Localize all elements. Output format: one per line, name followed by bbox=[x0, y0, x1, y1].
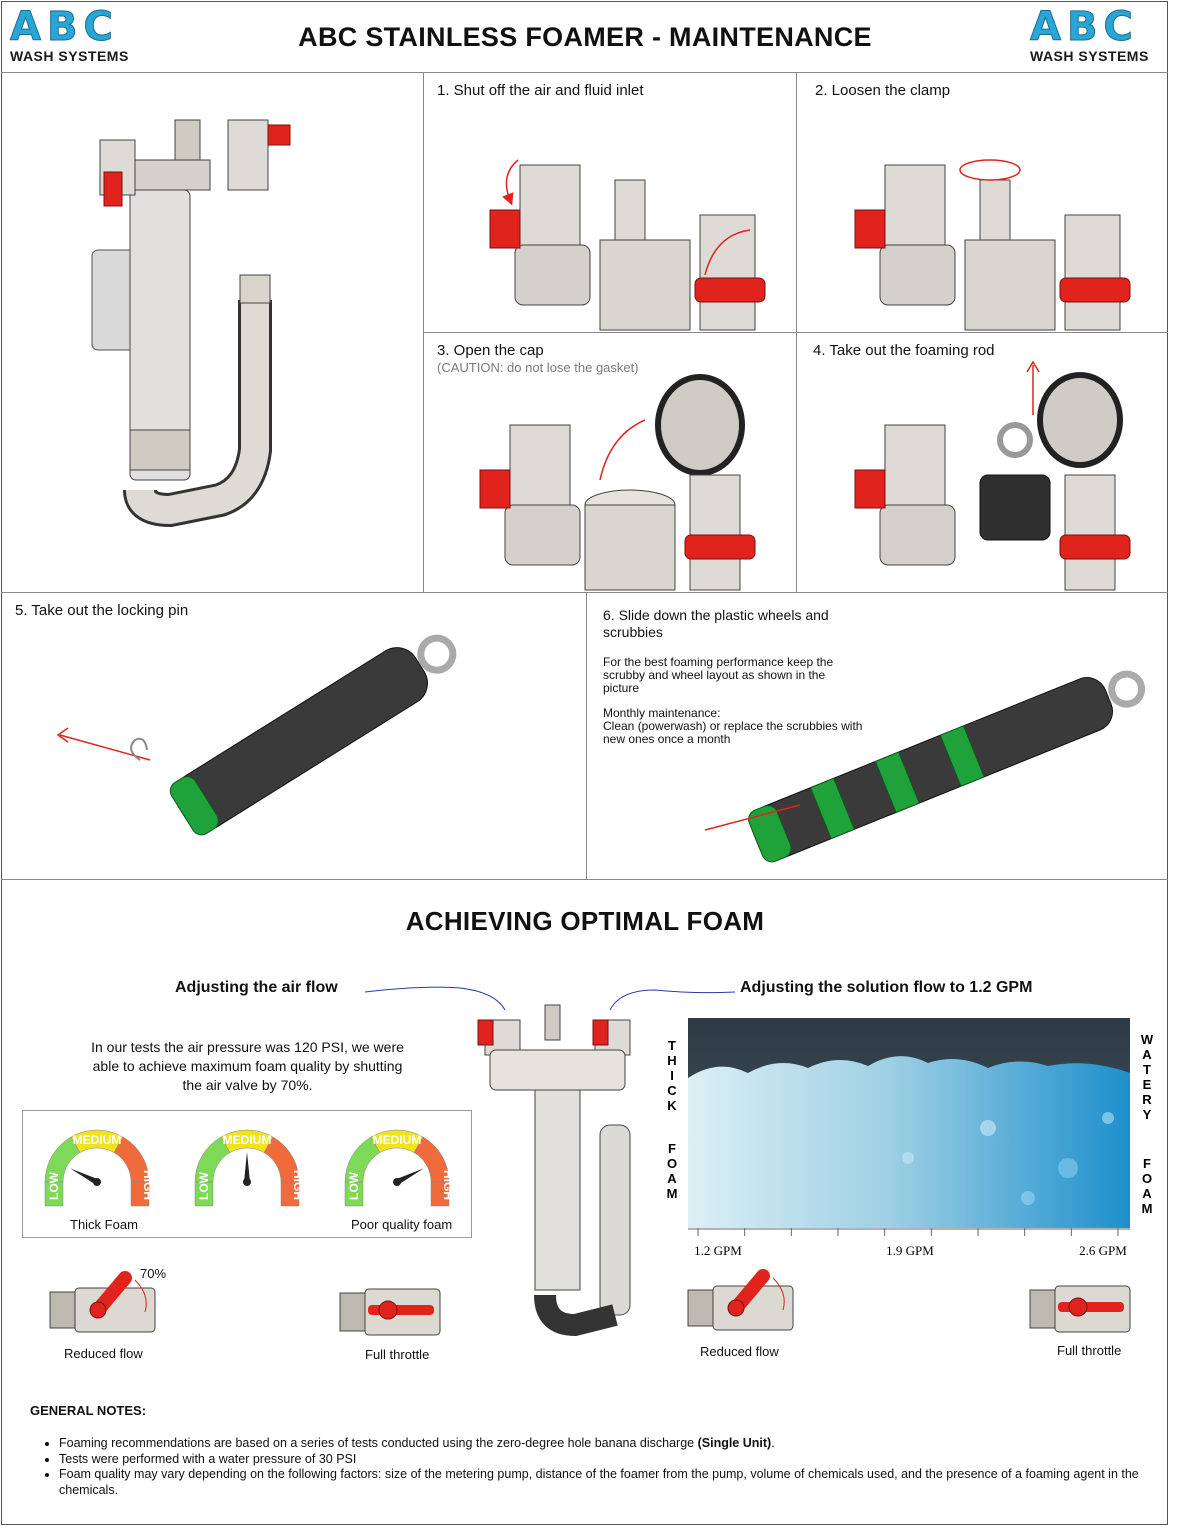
step-1-illustration bbox=[489, 159, 766, 331]
gauge-caption-poor: Poor quality foam bbox=[351, 1217, 453, 1232]
note-item-2: Tests were performed with a water pressu… bbox=[59, 1452, 1156, 1468]
step-4-illustration bbox=[854, 360, 1131, 591]
valve-full-label: Full throttle bbox=[365, 1347, 430, 1362]
center-foamer-illustration bbox=[477, 1004, 631, 1337]
gauge-high-label: HIGH bbox=[441, 1170, 455, 1200]
divider bbox=[1, 879, 1168, 880]
step-5-illustration bbox=[56, 634, 457, 836]
vertical-letter: E bbox=[1143, 1077, 1152, 1092]
logo-subtitle: WASH SYSTEMS bbox=[10, 48, 129, 64]
vertical-letter: T bbox=[1143, 1062, 1151, 1077]
step-3-caution: (CAUTION: do not lose the gasket) bbox=[437, 360, 639, 375]
step-2-label: 2. Loosen the clamp bbox=[815, 82, 951, 99]
air-flow-text: In our tests the air pressure was 120 PS… bbox=[91, 1039, 404, 1093]
vertical-letter: W bbox=[1141, 1032, 1154, 1047]
gauge-high-label: HIGH bbox=[291, 1170, 305, 1200]
valve-full-right-label: Full throttle bbox=[1057, 1343, 1122, 1358]
step-2-illustration bbox=[854, 159, 1131, 331]
logo-right: ABC WASH SYSTEMS bbox=[1030, 4, 1165, 65]
step-3-illustration bbox=[479, 374, 756, 591]
note-1-bold: (Single Unit) bbox=[697, 1436, 772, 1450]
step-4-label: 4. Take out the foaming rod bbox=[813, 342, 995, 359]
step-6-note-2-body: Clean (powerwash) or replace the scrubbi… bbox=[603, 719, 863, 746]
gauge-needle bbox=[395, 1168, 424, 1185]
step-6-note-1: For the best foaming performance keep th… bbox=[603, 655, 834, 695]
connector-lines bbox=[364, 986, 736, 1011]
logo-left: ABC WASH SYSTEMS bbox=[10, 4, 145, 65]
vertical-letter: K bbox=[667, 1098, 677, 1113]
gpm-tick-label: 2.6 GPM bbox=[1079, 1243, 1127, 1258]
gauge-high-label: HIGH bbox=[141, 1170, 155, 1200]
gauge-caption-thick: Thick Foam bbox=[70, 1217, 138, 1232]
logo-mark: ABC bbox=[10, 4, 119, 50]
vertical-letter: A bbox=[1142, 1186, 1152, 1201]
gauge-needle bbox=[244, 1152, 250, 1182]
step-6-note-2-title: Monthly maintenance: bbox=[603, 706, 721, 720]
vertical-letter: C bbox=[667, 1083, 677, 1098]
gauge-medium-label: MEDIUM bbox=[73, 1133, 122, 1147]
gauge: LOW HIGH MEDIUM bbox=[194, 1129, 305, 1207]
gauges: LOW HIGH MEDIUM LOW HIGH MEDIUM LOW HIGH MEDIUM bbox=[44, 1129, 455, 1207]
page-title: ABC STAINLESS FOAMER - MAINTENANCE bbox=[298, 22, 872, 52]
step-6-label: 6. Slide down the plastic wheels and scr… bbox=[603, 607, 829, 640]
vertical-letter: Y bbox=[1143, 1107, 1152, 1122]
vertical-letter: R bbox=[1142, 1092, 1152, 1107]
divider bbox=[423, 332, 1168, 333]
note-item-1: Foaming recommendations are based on a s… bbox=[59, 1436, 1156, 1452]
step-6-illustration bbox=[704, 670, 1146, 863]
vertical-letter: O bbox=[667, 1156, 677, 1171]
note-1-text: Foaming recommendations are based on a s… bbox=[59, 1436, 698, 1450]
vertical-letter: T bbox=[668, 1038, 676, 1053]
gpm-tick-label: 1.2 GPM bbox=[694, 1243, 742, 1258]
note-1-end: . bbox=[771, 1436, 775, 1450]
vertical-letter: F bbox=[668, 1141, 676, 1156]
divider bbox=[1, 72, 1168, 73]
valve-percent: 70% bbox=[140, 1266, 167, 1281]
vertical-letter: F bbox=[1143, 1156, 1151, 1171]
step-3-label: 3. Open the cap bbox=[437, 342, 544, 359]
divider bbox=[586, 592, 587, 879]
gauge-low-label: LOW bbox=[47, 1171, 61, 1200]
gpm-axis: 1.2 GPM 1.9 GPM 2.6 GPM bbox=[688, 1228, 1130, 1258]
note-item-3: Foam quality may vary depending on the f… bbox=[59, 1467, 1156, 1498]
gauge-low-label: LOW bbox=[197, 1171, 211, 1200]
gpm-tick-label: 1.9 GPM bbox=[886, 1243, 934, 1258]
step-1-label: 1. Shut off the air and fluid inlet bbox=[437, 82, 644, 99]
valve-reduced-right-label: Reduced flow bbox=[700, 1344, 779, 1359]
valve-reduced-label: Reduced flow bbox=[64, 1346, 143, 1361]
vertical-letter: M bbox=[667, 1186, 678, 1201]
valve-reduced-right bbox=[687, 1269, 794, 1331]
foam-section-title: ACHIEVING OPTIMAL FOAM bbox=[405, 906, 765, 936]
vertical-letter: I bbox=[670, 1068, 674, 1083]
gauge: LOW HIGH MEDIUM bbox=[44, 1129, 155, 1207]
vertical-letter: H bbox=[667, 1053, 676, 1068]
gauge-needle bbox=[70, 1168, 99, 1185]
logo-mark: ABC bbox=[1030, 4, 1139, 50]
gauge-panel bbox=[22, 1110, 472, 1238]
foam-photo bbox=[688, 1018, 1130, 1228]
logo-subtitle: WASH SYSTEMS bbox=[1030, 48, 1149, 64]
gauge-medium-label: MEDIUM bbox=[373, 1133, 422, 1147]
vertical-letter: O bbox=[1142, 1171, 1152, 1186]
notes-heading: GENERAL NOTES: bbox=[30, 1403, 147, 1418]
vertical-letter: M bbox=[1142, 1201, 1153, 1216]
valve-reduced-left bbox=[49, 1271, 156, 1333]
valve-full-right bbox=[1029, 1285, 1131, 1333]
valve-full-left bbox=[339, 1288, 441, 1336]
gauge-low-label: LOW bbox=[347, 1171, 361, 1200]
gauge: LOW HIGH MEDIUM bbox=[344, 1129, 455, 1207]
gauge-medium-label: MEDIUM bbox=[223, 1133, 272, 1147]
notes-list: Foaming recommendations are based on a s… bbox=[31, 1436, 1156, 1498]
step-5-label: 5. Take out the locking pin bbox=[15, 602, 189, 619]
solution-flow-heading: Adjusting the solution flow to 1.2 GPM bbox=[740, 979, 1033, 996]
vertical-letter: A bbox=[1142, 1047, 1152, 1062]
air-flow-heading: Adjusting the air flow bbox=[175, 979, 338, 996]
vertical-letter: A bbox=[667, 1171, 677, 1186]
foamer-illustration bbox=[91, 119, 291, 528]
divider bbox=[1, 592, 1168, 593]
